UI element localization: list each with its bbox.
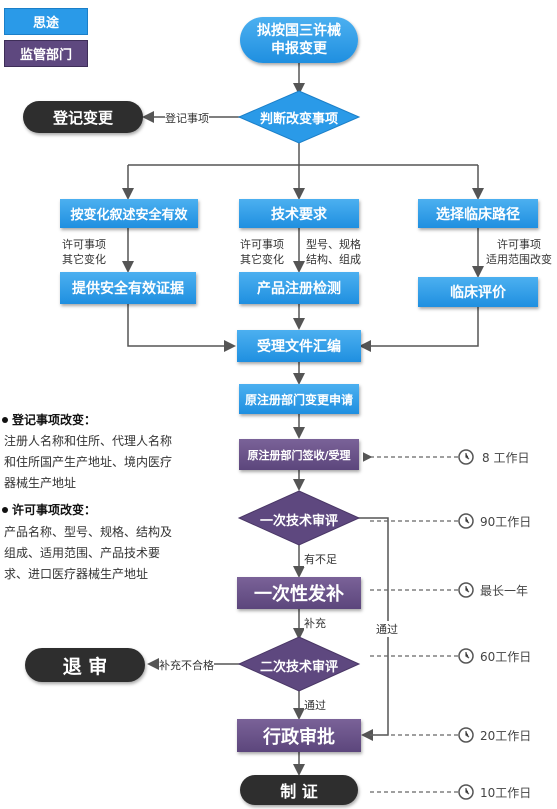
bullet-icon xyxy=(2,417,8,423)
product-test-node: 产品注册检测 xyxy=(239,272,359,304)
bullet-icon xyxy=(2,507,8,513)
provide-evidence-node: 提供安全有效证据 xyxy=(60,272,196,304)
fail-label: 补充不合格 xyxy=(159,657,214,673)
reject-node: 退 审 xyxy=(25,648,145,682)
pass-right-label: 通过 xyxy=(376,621,398,637)
timeline-label: 10工作日 xyxy=(480,786,532,800)
judge-diamond xyxy=(237,90,361,144)
mid-cond-left-label: 许可事项 其它变化 xyxy=(240,238,284,266)
timeline-label: 8 工作日 xyxy=(482,451,530,465)
second-review-label: 二次技术审评 xyxy=(259,660,338,675)
approve-node: 行政审批 xyxy=(237,719,361,752)
license-note-title: 许可事项改变： xyxy=(12,503,97,517)
timeline-label: 90工作日 xyxy=(480,515,532,529)
insufficient-label: 有不足 xyxy=(304,551,337,567)
tech-req-node: 技术要求 xyxy=(239,199,359,228)
license-note-text: 产品名称、型号、规格、结构及 组成、适用范围、产品技术要 求、进口医疗器械生产地… xyxy=(4,525,173,581)
timeline-label: 60工作日 xyxy=(480,650,532,664)
right-cond-label: 许可事项 适用范围改变 xyxy=(486,238,552,266)
clinical-eval-node: 临床评价 xyxy=(418,277,538,307)
register-change-node: 登记变更 xyxy=(23,101,143,133)
first-review-label: 一次技术审评 xyxy=(259,514,338,529)
start-node: 拟按国三许械 申报变更 xyxy=(240,17,358,63)
legend-path: 思途 xyxy=(4,8,88,35)
register-items-label: 登记事项 xyxy=(165,110,209,126)
mid-cond-right-label: 型号、规格 结构、组成 xyxy=(306,238,361,266)
judge-label: 判断改变事项 xyxy=(259,112,338,127)
certificate-node: 制 证 xyxy=(240,775,358,805)
second-review-diamond xyxy=(237,636,361,692)
describe-change-node: 按变化叙述安全有效 xyxy=(60,199,198,228)
register-note-title: 登记事项改变： xyxy=(12,413,97,427)
apply-node: 原注册部门变更申请 xyxy=(239,384,359,414)
timeline-label: 20工作日 xyxy=(480,729,532,743)
add-label: 补充 xyxy=(304,615,326,631)
supplement-node: 一次性发补 xyxy=(237,577,361,609)
compile-node: 受理文件汇编 xyxy=(237,330,361,362)
timeline-label: 最长一年 xyxy=(480,584,529,598)
register-note-text: 注册人名称和住所、代理人名称 和住所国产生产地址、境内医疗 器械生产地址 xyxy=(4,434,173,490)
pass-down-label: 通过 xyxy=(304,697,326,713)
first-review-diamond xyxy=(237,490,361,546)
left-cond-label: 许可事项 其它变化 xyxy=(62,238,106,266)
legend-dept: 监管部门 xyxy=(4,40,88,67)
clinical-path-node: 选择临床路径 xyxy=(418,199,538,228)
accept-node: 原注册部门签收/受理 xyxy=(239,439,359,470)
